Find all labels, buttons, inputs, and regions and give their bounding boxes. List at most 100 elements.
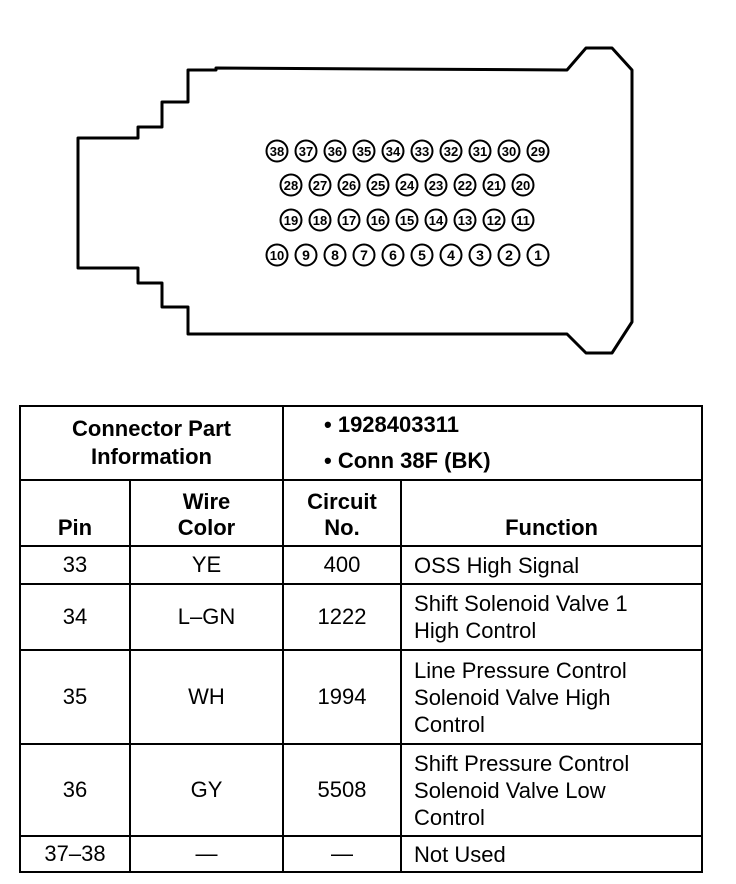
part-number: • 1928403311: [324, 412, 459, 437]
pin-circle: [279, 208, 303, 232]
function-line: Line Pressure Control: [414, 657, 627, 683]
pin-circle: [439, 243, 463, 267]
function-cell: Shift Pressure Control Solenoid Valve Lo…: [400, 743, 704, 837]
pin-circle: [410, 139, 434, 163]
pin-circle: [424, 208, 448, 232]
pin-number: 25: [371, 178, 385, 193]
pin-circle: [279, 173, 303, 197]
pin-circle: [526, 243, 550, 267]
pin-circle: [308, 208, 332, 232]
pin-number: 8: [331, 247, 339, 263]
column-header-row: Pin Wire Color Circuit No. Function: [19, 479, 704, 547]
wire-color-cell: —: [128, 835, 285, 873]
pin-circle: [482, 173, 506, 197]
pin-circle: [410, 243, 434, 267]
connector-housing: [76, 46, 634, 355]
pin-cell: 37–38: [19, 835, 131, 873]
pin-circle: [511, 208, 535, 232]
table-row: 37–38 — — Not Used: [19, 835, 704, 873]
pin-circle: [366, 208, 390, 232]
pin-circle: [439, 139, 463, 163]
pin-number: 10: [270, 248, 284, 263]
pin-number: 13: [458, 213, 472, 228]
pin-circle: [337, 173, 361, 197]
pin-number: 35: [357, 144, 371, 159]
pin-number: 11: [516, 213, 530, 228]
pin-number: 12: [487, 213, 501, 228]
pin-number: 16: [371, 213, 385, 228]
pin-number: 14: [429, 213, 444, 228]
pin-number: 34: [386, 144, 401, 159]
table-row: 34 L–GN 1222 Shift Solenoid Valve 1 High…: [19, 583, 704, 651]
circuit-cell: —: [282, 835, 403, 873]
table-row: 35 WH 1994 Line Pressure Control Solenoi…: [19, 649, 704, 745]
pin-number: 21: [487, 178, 501, 193]
wire-color-cell: WH: [128, 649, 285, 745]
table-row: 33 YE 400 OSS High Signal: [19, 545, 704, 585]
function-cell: Line Pressure Control Solenoid Valve Hig…: [400, 649, 704, 745]
table-row: 36 GY 5508 Shift Pressure Control Soleno…: [19, 743, 704, 837]
pin-circle: [497, 243, 521, 267]
pin-circle: [337, 208, 361, 232]
header-line: Wire: [182, 489, 231, 514]
pin-number: 5: [418, 247, 426, 263]
pin-number: 23: [429, 178, 443, 193]
pin-number: 4: [447, 247, 455, 263]
header-line: Circuit: [307, 489, 377, 514]
pin-number: 19: [284, 213, 298, 228]
pin-number: 9: [302, 247, 310, 263]
function-line: Not Used: [414, 841, 506, 867]
header-line: No.: [324, 515, 360, 540]
pin-circle: [265, 243, 289, 267]
pin-circle: [366, 173, 390, 197]
pin-number: 1: [534, 247, 542, 263]
pin-circle: [424, 173, 448, 197]
header-line: Color: [177, 515, 236, 540]
pin-number: 2: [505, 247, 513, 263]
function-line: OSS High Signal: [414, 552, 580, 578]
pin-circle: [482, 208, 506, 232]
wire-color-cell: GY: [128, 743, 285, 837]
function-line: Solenoid Valve High: [414, 684, 611, 710]
pin-circle: [453, 208, 477, 232]
pin-circle: [511, 173, 535, 197]
function-line: Solenoid Valve Low: [414, 777, 606, 803]
connector-pinout-table: Connector Part Information • 1928403311 …: [18, 405, 704, 873]
wire-color-cell: L–GN: [128, 583, 285, 651]
connector-info-row: Connector Part Information • 1928403311 …: [18, 405, 704, 481]
circuit-cell: 1222: [282, 583, 403, 651]
pin-number: 38: [270, 144, 284, 159]
function-line: Control: [414, 804, 485, 830]
pin-number: 24: [400, 178, 415, 193]
pin-circle: [453, 173, 477, 197]
function-line: Shift Pressure Control: [414, 750, 630, 776]
function-line: Shift Solenoid Valve 1: [414, 591, 628, 616]
pin-number: 36: [328, 144, 342, 159]
function-cell: Not Used: [400, 835, 704, 873]
pin-number: 7: [360, 247, 368, 263]
pin-circle: [381, 139, 405, 163]
function-line: High Control: [414, 618, 537, 643]
pin-cell: 35: [19, 649, 131, 745]
pin-circle: [294, 139, 318, 163]
header-pin: Pin: [19, 479, 131, 547]
pin-circle: [265, 139, 289, 163]
pin-cell: 34: [19, 583, 131, 651]
pin-number: 18: [313, 213, 327, 228]
circuit-cell: 5508: [282, 743, 403, 837]
pin-circle: [323, 139, 347, 163]
pin-number: 6: [389, 247, 397, 263]
pin-circle: [497, 139, 521, 163]
function-line: Control: [414, 711, 485, 737]
pin-circle: [352, 139, 376, 163]
pin-circle: [308, 173, 332, 197]
header-circuit-no: Circuit No.: [282, 479, 403, 547]
pin-number: 31: [473, 144, 487, 159]
pin-number: 33: [415, 144, 429, 159]
pin-number: 17: [342, 213, 356, 228]
pin-number: 29: [531, 144, 545, 159]
pin-number: 26: [342, 178, 356, 193]
circuit-cell: 1994: [282, 649, 403, 745]
